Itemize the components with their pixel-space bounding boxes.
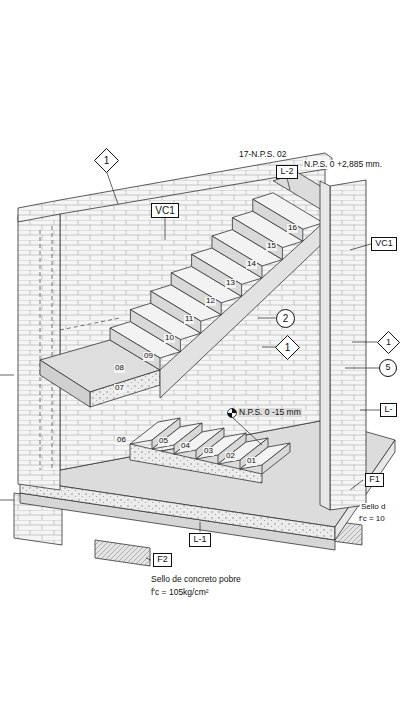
level-marker	[228, 409, 237, 418]
element-tag: L-2	[276, 165, 298, 179]
column	[320, 180, 366, 510]
landing-edge	[90, 370, 160, 407]
callout-text: 1	[386, 338, 391, 348]
annotation: N.P.S. 0 +2,885 mm.	[303, 160, 383, 169]
element-tag: VC1	[371, 237, 397, 251]
callout-text: F1	[369, 475, 380, 485]
callout-text: VC1	[155, 205, 174, 216]
callout-text: L-2	[280, 167, 293, 177]
step-number: 09	[143, 352, 154, 361]
annotation: 17-N.P.S. 02	[238, 150, 288, 159]
element-tag: F2	[153, 553, 172, 567]
diamond-shape	[95, 149, 119, 173]
element-tag: L-1	[189, 533, 211, 547]
step-number: 10	[164, 334, 175, 343]
step-number: 12	[205, 297, 216, 306]
landing-edge	[40, 360, 90, 407]
callout-text: 5	[385, 363, 390, 373]
element-tag: L-	[380, 403, 397, 417]
staircase	[40, 173, 348, 483]
walls	[18, 153, 332, 490]
callout-circle: 5	[379, 359, 397, 377]
callout-text: 1	[285, 342, 291, 353]
step-number: 11	[184, 315, 194, 324]
callout-circle: 2	[276, 309, 295, 328]
annotation: f'c = 10	[358, 515, 386, 524]
element-tag: F1	[365, 473, 384, 487]
step-number: 14	[246, 260, 257, 269]
diamond-shape	[378, 332, 400, 354]
callout-text: L-	[384, 405, 392, 415]
step-number: 02	[225, 452, 236, 461]
callout-text: VC1	[375, 239, 393, 249]
step-number: 05	[158, 437, 169, 446]
callout-text: 2	[283, 313, 289, 324]
element-tag: VC1	[151, 203, 179, 218]
callout-diamond: 1	[94, 148, 119, 173]
annotation: N.P.S. 0 -15 mm	[238, 408, 302, 417]
callout-diamond: 1	[377, 331, 400, 354]
step-number: 07	[114, 384, 125, 393]
step-number: 08	[114, 364, 125, 373]
step-number: 06	[116, 436, 127, 445]
callout-text: 1	[104, 155, 110, 166]
callout-text: L-1	[193, 535, 206, 545]
riser	[262, 443, 290, 474]
annotation: Sello d	[360, 503, 386, 512]
step-number: 13	[225, 279, 236, 288]
callout-text: F2	[157, 555, 168, 565]
callout-diamond: 1	[275, 335, 300, 360]
annotation: f'c = 105kg/cm²	[150, 588, 210, 597]
step-number: 04	[180, 442, 191, 451]
step-number: 01	[246, 457, 257, 466]
leader-lines	[0, 170, 380, 560]
diamond-shape	[276, 336, 300, 360]
riser	[253, 199, 303, 241]
step-number: 03	[203, 447, 214, 456]
step-number: 16	[287, 224, 298, 233]
step-number: 15	[266, 242, 277, 251]
annotation: Sello de concreto pobre	[150, 575, 242, 584]
